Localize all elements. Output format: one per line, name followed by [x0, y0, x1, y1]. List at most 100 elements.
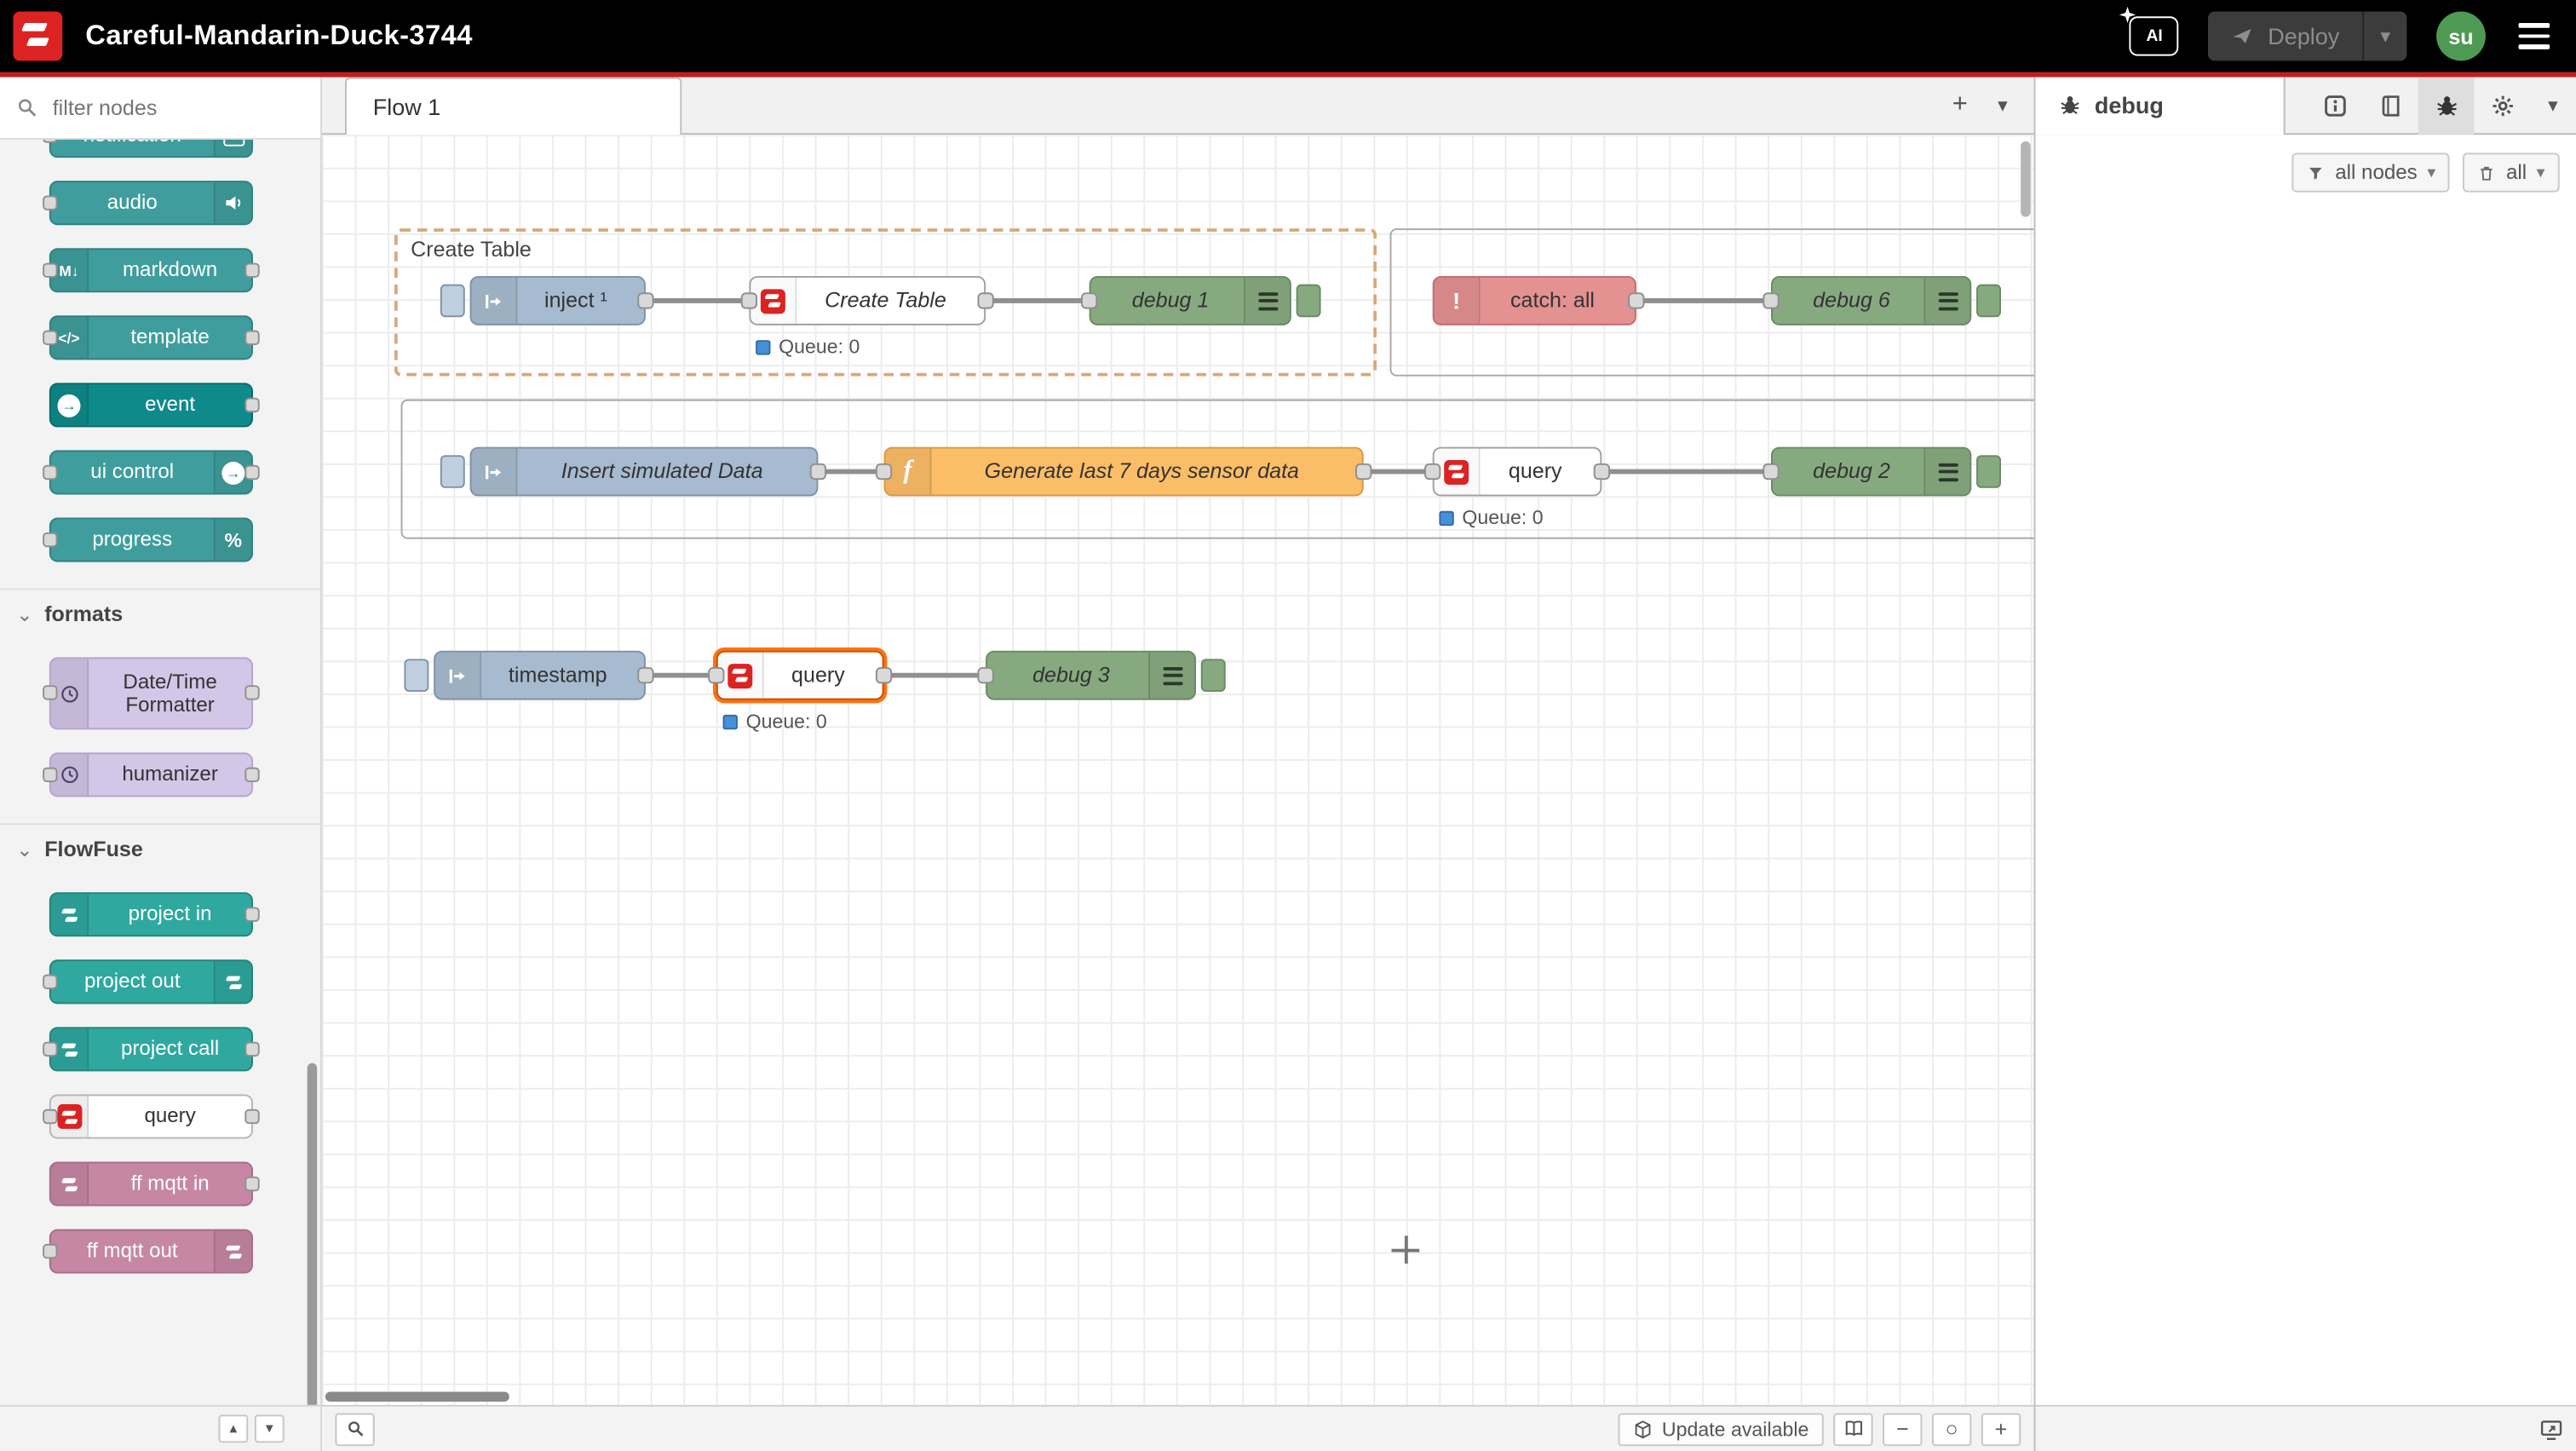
inject-trigger-button[interactable] — [440, 455, 465, 488]
palette-node-markdown[interactable]: M↓ markdown — [49, 248, 253, 292]
node-debug-6[interactable]: debug 6 — [1771, 276, 1971, 325]
input-port[interactable] — [741, 292, 757, 308]
output-port[interactable] — [810, 464, 826, 480]
collapse-all-button[interactable]: ▴ — [218, 1414, 248, 1442]
port[interactable] — [43, 330, 57, 344]
port[interactable] — [244, 330, 259, 344]
palette-node-notification[interactable]: notification ✓ — [49, 140, 253, 158]
port[interactable] — [43, 974, 57, 988]
palette-node-ui-control[interactable]: ui control → — [49, 450, 253, 494]
tab-debug[interactable]: debug — [2035, 77, 2285, 134]
help-tab-button[interactable] — [2362, 77, 2418, 134]
port[interactable] — [43, 685, 57, 700]
inject-trigger-button[interactable] — [404, 659, 428, 692]
sidebar-tabs-caret[interactable]: ▾ — [2530, 94, 2576, 117]
port[interactable] — [244, 1041, 259, 1056]
port[interactable] — [43, 767, 57, 781]
deploy-button[interactable]: Deploy ▾ — [2209, 11, 2407, 60]
palette-node-event[interactable]: → event — [49, 383, 253, 427]
input-port[interactable] — [708, 667, 724, 683]
node-debug-2[interactable]: debug 2 — [1771, 447, 1971, 497]
output-port[interactable] — [1628, 292, 1644, 308]
config-tab-button[interactable] — [2474, 77, 2530, 134]
output-port[interactable] — [876, 667, 892, 683]
debug-toggle-button[interactable] — [1297, 285, 1321, 318]
main-menu-icon[interactable] — [2516, 17, 2553, 55]
canvas-hscrollbar[interactable] — [325, 1391, 509, 1402]
user-avatar[interactable]: su — [2436, 11, 2486, 60]
flow-list-caret[interactable]: ▾ — [1981, 94, 2024, 117]
input-port[interactable] — [977, 667, 993, 683]
palette-scrollbar[interactable] — [308, 1063, 318, 1408]
debug-clear-button[interactable]: all ▾ — [2464, 153, 2560, 192]
output-port[interactable] — [1594, 464, 1610, 480]
expand-all-button[interactable]: ▾ — [255, 1414, 285, 1442]
zoom-out-button[interactable]: − — [1883, 1413, 1922, 1446]
debug-toggle-button[interactable] — [1976, 455, 2001, 488]
port[interactable] — [244, 685, 259, 700]
palette-node-query[interactable]: query — [49, 1094, 253, 1138]
flowfuse-logo-icon[interactable] — [13, 11, 62, 60]
zoom-reset-button[interactable]: ○ — [1932, 1413, 1971, 1446]
palette-node-template[interactable]: </> template — [49, 315, 253, 360]
node-query-3-selected[interactable]: query — [716, 651, 884, 700]
palette-node-humanizer[interactable]: humanizer — [49, 752, 253, 797]
tab-flow-1[interactable]: Flow 1 — [345, 78, 681, 135]
port[interactable] — [244, 1176, 259, 1190]
node-inject-1[interactable]: inject ¹ — [470, 276, 646, 325]
port[interactable] — [43, 195, 57, 210]
palette-node-audio[interactable]: audio — [49, 181, 253, 225]
port[interactable] — [43, 464, 57, 479]
node-function-generate-sensor-data[interactable]: f Generate last 7 days sensor data — [884, 447, 1364, 497]
ai-assistant-button[interactable]: AI — [2130, 16, 2179, 55]
flow-canvas[interactable]: Create Table — [322, 135, 2034, 1405]
open-in-window-button[interactable] — [2540, 1417, 2563, 1440]
info-tab-button[interactable] — [2307, 77, 2363, 134]
port[interactable] — [43, 262, 57, 277]
debug-toggle-button[interactable] — [1201, 659, 1226, 692]
output-port[interactable] — [637, 292, 653, 308]
palette-node-project-call[interactable]: project call — [49, 1027, 253, 1071]
add-flow-button[interactable]: + — [1939, 90, 1981, 120]
palette-node-datetime-formatter[interactable]: Date/Time Formatter — [49, 657, 253, 729]
palette-search-input[interactable] — [49, 94, 263, 122]
port[interactable] — [43, 1041, 57, 1056]
palette-node-progress[interactable]: progress % — [49, 517, 253, 561]
navigator-toggle-button[interactable] — [1833, 1413, 1872, 1446]
zoom-in-button[interactable]: + — [1981, 1413, 2021, 1446]
node-debug-1[interactable]: debug 1 — [1090, 276, 1291, 325]
port[interactable] — [244, 397, 259, 412]
debug-filter-button[interactable]: all nodes ▾ — [2292, 153, 2450, 192]
port[interactable] — [244, 907, 259, 921]
input-port[interactable] — [1762, 292, 1779, 308]
canvas-search-button[interactable] — [335, 1413, 374, 1446]
palette-node-ff-mqtt-in[interactable]: ff mqtt in — [49, 1161, 253, 1206]
node-query-2[interactable]: query — [1433, 447, 1602, 497]
port[interactable] — [43, 140, 57, 142]
output-port[interactable] — [1355, 464, 1371, 480]
output-port[interactable] — [637, 667, 653, 683]
debug-toggle-button[interactable] — [1976, 285, 2001, 318]
palette-node-project-in[interactable]: project in — [49, 892, 253, 936]
input-port[interactable] — [1762, 464, 1779, 480]
port[interactable] — [43, 1108, 57, 1123]
node-create-table[interactable]: Create Table — [749, 276, 986, 325]
palette-section-flowfuse[interactable]: ⌄ FlowFuse — [0, 823, 320, 872]
input-port[interactable] — [1424, 464, 1440, 480]
deploy-options-caret[interactable]: ▾ — [2364, 25, 2406, 48]
debug-tab-button[interactable] — [2418, 77, 2475, 134]
node-timestamp[interactable]: timestamp — [434, 651, 646, 700]
canvas-vscrollbar[interactable] — [2021, 141, 2031, 217]
input-port[interactable] — [876, 464, 892, 480]
port[interactable] — [244, 767, 259, 781]
node-catch-all[interactable]: ! catch: all — [1433, 276, 1636, 325]
palette-section-formats[interactable]: ⌄ formats — [0, 588, 320, 637]
port[interactable] — [244, 1108, 259, 1123]
node-insert-simulated-data[interactable]: Insert simulated Data — [470, 447, 819, 497]
inject-trigger-button[interactable] — [440, 285, 465, 318]
output-port[interactable] — [977, 292, 993, 308]
update-available-button[interactable]: Update available — [1618, 1413, 1824, 1446]
port[interactable] — [244, 464, 259, 479]
node-debug-3[interactable]: debug 3 — [986, 651, 1196, 700]
debug-messages-panel[interactable] — [2035, 209, 2575, 1405]
